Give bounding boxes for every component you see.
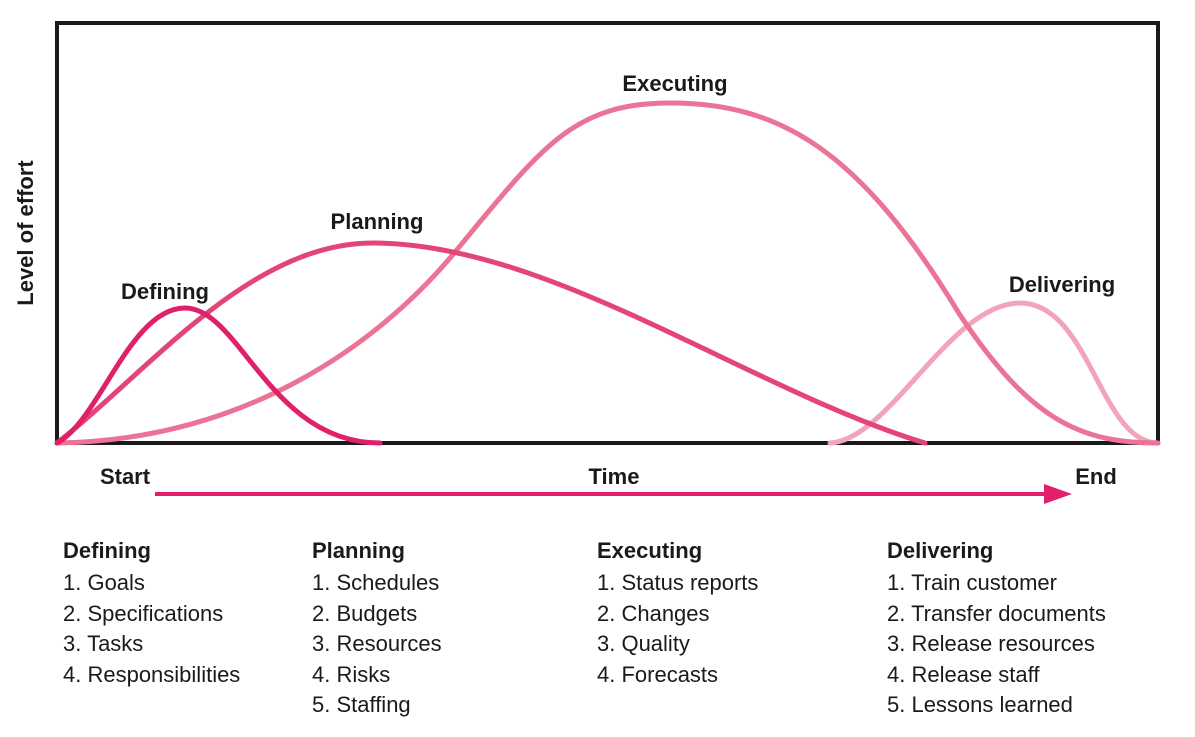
defining-column: Defining 1. Goals 2. Specifications 3. T… (63, 536, 240, 690)
list-item: 3. Tasks (63, 631, 144, 656)
list-item: 4. Responsibilities (63, 661, 241, 687)
list-item: 5. Staffing (312, 692, 411, 717)
executing-curve (54, 100, 1161, 446)
defining-list: 1. Goals 2. Specifications 3. Tasks 4. R… (63, 568, 240, 690)
delivering-column: Delivering 1. Train customer 2. Transfer… (887, 536, 1106, 721)
defining-title: Defining (63, 538, 151, 563)
delivering-title: Delivering (887, 538, 994, 563)
planning-list: 1. Schedules 2. Budgets 3. Resources 4. … (312, 568, 442, 721)
list-item: 4. Forecasts (597, 661, 719, 687)
plot-frame (55, 21, 1160, 445)
list-item: 4. Release staff (887, 661, 1040, 687)
delivering-curve (827, 300, 1161, 446)
defining-curve-label: Defining (121, 279, 209, 304)
planning-curve (54, 240, 928, 446)
list-item: 1. Goals (63, 570, 145, 595)
defining-curve (54, 305, 383, 446)
planning-column: Planning 1. Schedules 2. Budgets 3. Reso… (312, 536, 442, 721)
list-item: 2. Transfer documents (887, 600, 1106, 626)
list-item: 1. Schedules (312, 570, 440, 595)
planning-title: Planning (312, 538, 405, 563)
phase-task-lists: Defining 1. Goals 2. Specifications 3. T… (0, 536, 1195, 736)
x-axis-time-label: Time (589, 464, 640, 489)
list-item: 3. Quality (597, 631, 690, 656)
delivering-curve-label: Delivering (1009, 272, 1115, 297)
delivering-list: 1. Train customer 2. Transfer documents … (887, 568, 1106, 721)
effort-diagram: Defining Planning Executing Delivering L… (13, 21, 1161, 504)
list-item: 5. Lessons learned (887, 692, 1073, 717)
list-item: 2. Budgets (312, 600, 418, 626)
list-item: 2. Specifications (63, 600, 224, 626)
list-item: 2. Changes (597, 600, 710, 626)
executing-list: 1. Status reports 2. Changes 3. Quality … (597, 568, 758, 690)
executing-curve-label: Executing (622, 71, 727, 96)
time-arrow-head (1044, 484, 1072, 504)
list-item: 3. Resources (312, 631, 442, 656)
executing-column: Executing 1. Status reports 2. Changes 3… (597, 536, 758, 690)
x-axis-end-label: End (1075, 464, 1117, 489)
planning-curve-label: Planning (331, 209, 424, 234)
list-item: 4. Risks (312, 661, 391, 687)
list-item: 1. Status reports (597, 570, 759, 595)
y-axis-label: Level of effort (13, 160, 38, 306)
list-item: 1. Train customer (887, 570, 1057, 595)
list-item: 3. Release resources (887, 631, 1095, 656)
executing-title: Executing (597, 538, 703, 563)
x-axis-start-label: Start (100, 464, 151, 489)
